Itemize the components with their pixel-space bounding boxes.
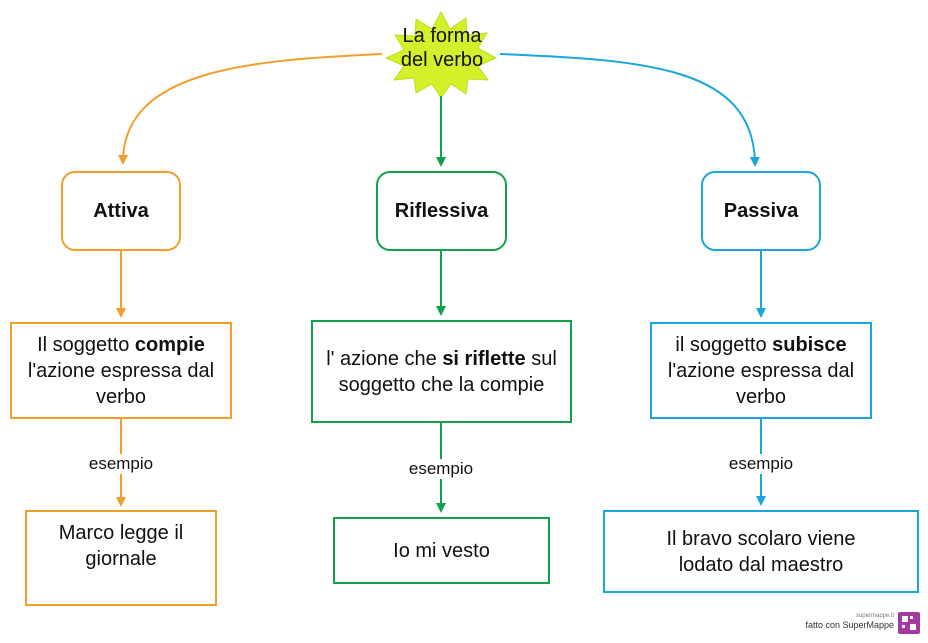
root-line-1: La forma: [402, 25, 482, 47]
desc-attiva-text-bold: compie: [134, 333, 205, 356]
supermappe-logo-icon: [898, 612, 920, 634]
link-label-attiva: esempio: [71, 454, 171, 474]
root-concept: La forma del verbo: [372, 24, 512, 72]
example-passiva-text: Il bravo scolaro viene lodato dal maestr…: [666, 527, 856, 576]
node-riflessiva: Riflessiva: [376, 171, 507, 251]
example-attiva-text: Marco legge il giornale: [58, 522, 184, 570]
desc-passiva-text-after: l'azione espressa dal verbo: [667, 359, 855, 408]
link-label-riflessiva: esempio: [391, 459, 491, 479]
desc-passiva-text-bold: subisce: [772, 333, 847, 356]
desc-attiva-text-after: l'azione espressa dal verbo: [27, 359, 215, 408]
link-root-passiva: [499, 53, 760, 167]
example-riflessiva-text: Io mi vesto: [393, 539, 490, 562]
node-attiva-title: Attiva: [93, 199, 149, 222]
desc-riflessiva-text-before: l' azione che: [326, 347, 443, 370]
desc-passiva-text-before: il soggetto: [675, 333, 773, 356]
desc-riflessiva: l' azione che si riflette sul soggetto c…: [311, 320, 572, 423]
desc-riflessiva-text-bold: si riflette: [442, 347, 526, 370]
example-passiva: Il bravo scolaro viene lodato dal maestr…: [603, 510, 919, 593]
node-passiva-title: Passiva: [723, 199, 799, 222]
footer-text: fatto con SuperMappe: [805, 620, 894, 630]
desc-attiva-text-before: Il soggetto: [37, 333, 135, 356]
node-riflessiva-title: Riflessiva: [394, 199, 489, 222]
link-label-passiva: esempio: [711, 454, 811, 474]
desc-riflessiva-text-after: sul soggetto che la compie: [338, 347, 557, 396]
node-attiva: Attiva: [61, 171, 181, 251]
link-root-attiva: [118, 53, 383, 165]
footer-small-text: supermappe.it: [855, 613, 894, 619]
example-riflessiva: Io mi vesto: [333, 517, 550, 584]
footer-credit: supermappe.it fatto con SuperMappe: [790, 612, 894, 630]
example-attiva: Marco legge il giornale: [25, 510, 217, 606]
node-passiva: Passiva: [701, 171, 821, 251]
desc-attiva: Il soggetto compie l'azione espressa dal…: [10, 322, 232, 419]
root-line-2: del verbo: [400, 49, 484, 71]
desc-passiva: il soggetto subisce l'azione espressa da…: [650, 322, 872, 419]
